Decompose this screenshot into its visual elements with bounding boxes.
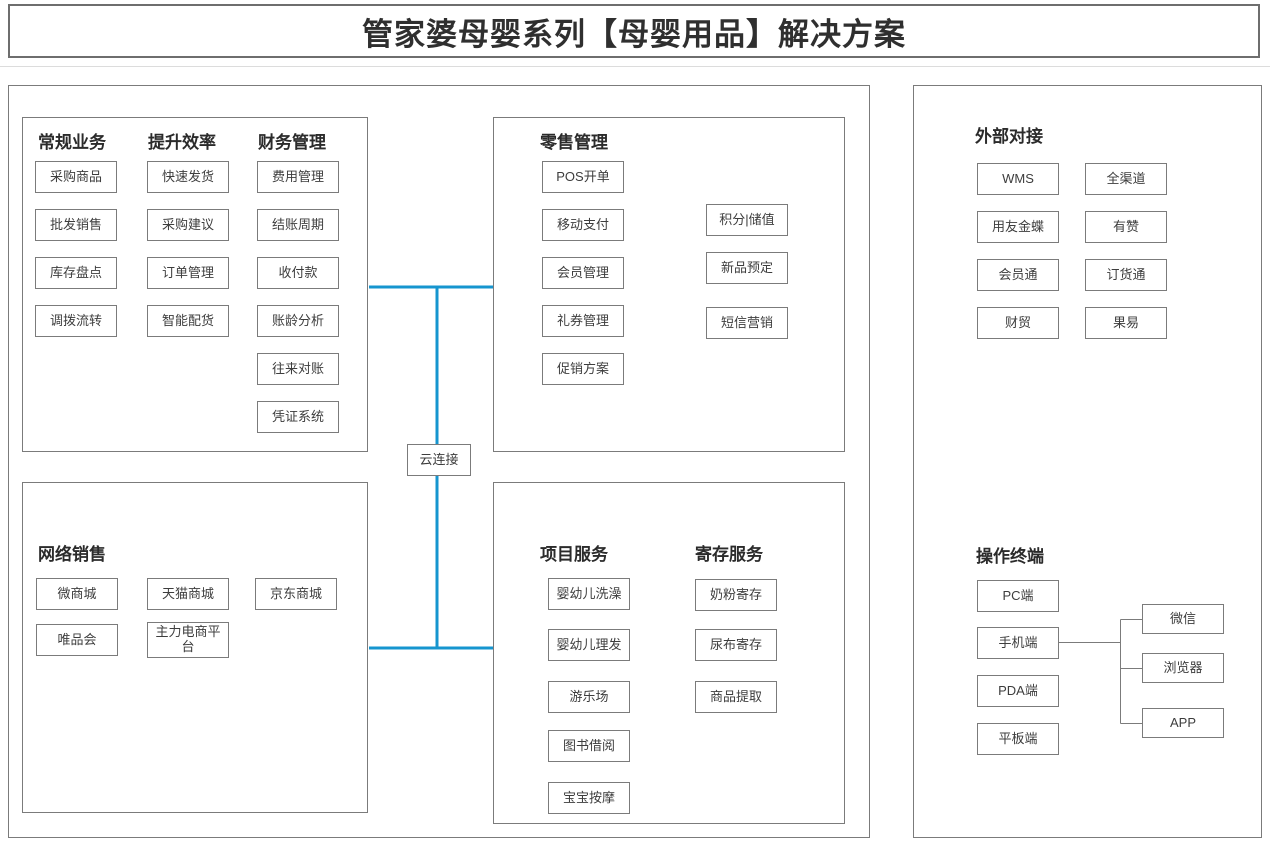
node-guoyi: 果易 [1085, 307, 1167, 339]
node-transfer-flow: 调拨流转 [35, 305, 117, 337]
section-title-terminals: 操作终端 [976, 547, 1044, 566]
node-payment-receipt: 收付款 [257, 257, 339, 289]
node-purchase-suggestion: 采购建议 [147, 209, 229, 241]
node-tablet-terminal: 平板端 [977, 723, 1059, 755]
node-book-lending: 图书借阅 [548, 730, 630, 762]
node-smart-allocation: 智能配货 [147, 305, 229, 337]
section-title-storage-services: 寄存服务 [695, 545, 763, 564]
node-pda-terminal: PDA端 [977, 675, 1059, 707]
node-wechat: 微信 [1142, 604, 1224, 634]
node-browser: 浏览器 [1142, 653, 1224, 683]
node-goods-pickup: 商品提取 [695, 681, 777, 713]
section-title-online-sales: 网络销售 [38, 545, 106, 564]
node-vip-shop: 唯品会 [36, 624, 118, 656]
header-divider [0, 66, 1270, 67]
node-wholesale-sales: 批发销售 [35, 209, 117, 241]
node-pos-billing: POS开单 [542, 161, 624, 193]
node-wms: WMS [977, 163, 1059, 195]
group-services [493, 482, 845, 824]
node-voucher-system: 凭证系统 [257, 401, 339, 433]
node-expense-management: 费用管理 [257, 161, 339, 193]
node-account-reconciliation: 往来对账 [257, 353, 339, 385]
node-ordering-link: 订货通 [1085, 259, 1167, 291]
node-pc-terminal: PC端 [977, 580, 1059, 612]
node-playground: 游乐场 [548, 681, 630, 713]
node-wechat-mall: 微商城 [36, 578, 118, 610]
section-title-external: 外部对接 [975, 127, 1043, 146]
node-yonyou-kingdee: 用友金蝶 [977, 211, 1059, 243]
node-promotion-plan: 促销方案 [542, 353, 624, 385]
node-mobile-payment: 移动支付 [542, 209, 624, 241]
panel-right [913, 85, 1262, 838]
page-title: 管家婆母婴系列【母婴用品】解决方案 [362, 16, 906, 52]
node-settlement-cycle: 结账周期 [257, 209, 339, 241]
node-fast-shipping: 快速发货 [147, 161, 229, 193]
node-member-link: 会员通 [977, 259, 1059, 291]
node-member-management: 会员管理 [542, 257, 624, 289]
node-order-management: 订单管理 [147, 257, 229, 289]
node-baby-massage: 宝宝按摩 [548, 782, 630, 814]
section-title-project-services: 项目服务 [540, 545, 608, 564]
node-aging-analysis: 账龄分析 [257, 305, 339, 337]
panel-main [8, 85, 870, 838]
section-title-finance: 财务管理 [258, 133, 326, 152]
node-purchase-goods: 采购商品 [35, 161, 117, 193]
node-major-ecommerce-platform: 主力电商平台 [147, 622, 229, 658]
node-omnichannel: 全渠道 [1085, 163, 1167, 195]
cloud-connector-node: 云连接 [407, 444, 471, 476]
node-coupon-management: 礼券管理 [542, 305, 624, 337]
section-title-regular-business: 常规业务 [38, 133, 106, 152]
node-baby-bath: 婴幼儿洗澡 [548, 578, 630, 610]
section-title-retail: 零售管理 [540, 133, 608, 152]
node-milk-powder-storage: 奶粉寄存 [695, 579, 777, 611]
node-stock-taking: 库存盘点 [35, 257, 117, 289]
node-new-product-preorder: 新品预定 [706, 252, 788, 284]
section-title-efficiency: 提升效率 [148, 133, 216, 152]
mobile-branch-lines [1057, 619, 1142, 724]
node-points-stored-value: 积分|储值 [706, 204, 788, 236]
node-baby-haircut: 婴幼儿理发 [548, 629, 630, 661]
node-caimao: 财贸 [977, 307, 1059, 339]
title-bar: 管家婆母婴系列【母婴用品】解决方案 [8, 4, 1260, 58]
node-tmall-store: 天猫商城 [147, 578, 229, 610]
node-mobile-terminal: 手机端 [977, 627, 1059, 659]
node-youzan: 有赞 [1085, 211, 1167, 243]
node-app: APP [1142, 708, 1224, 738]
node-diaper-storage: 尿布寄存 [695, 629, 777, 661]
node-jd-store: 京东商城 [255, 578, 337, 610]
node-sms-marketing: 短信营销 [706, 307, 788, 339]
